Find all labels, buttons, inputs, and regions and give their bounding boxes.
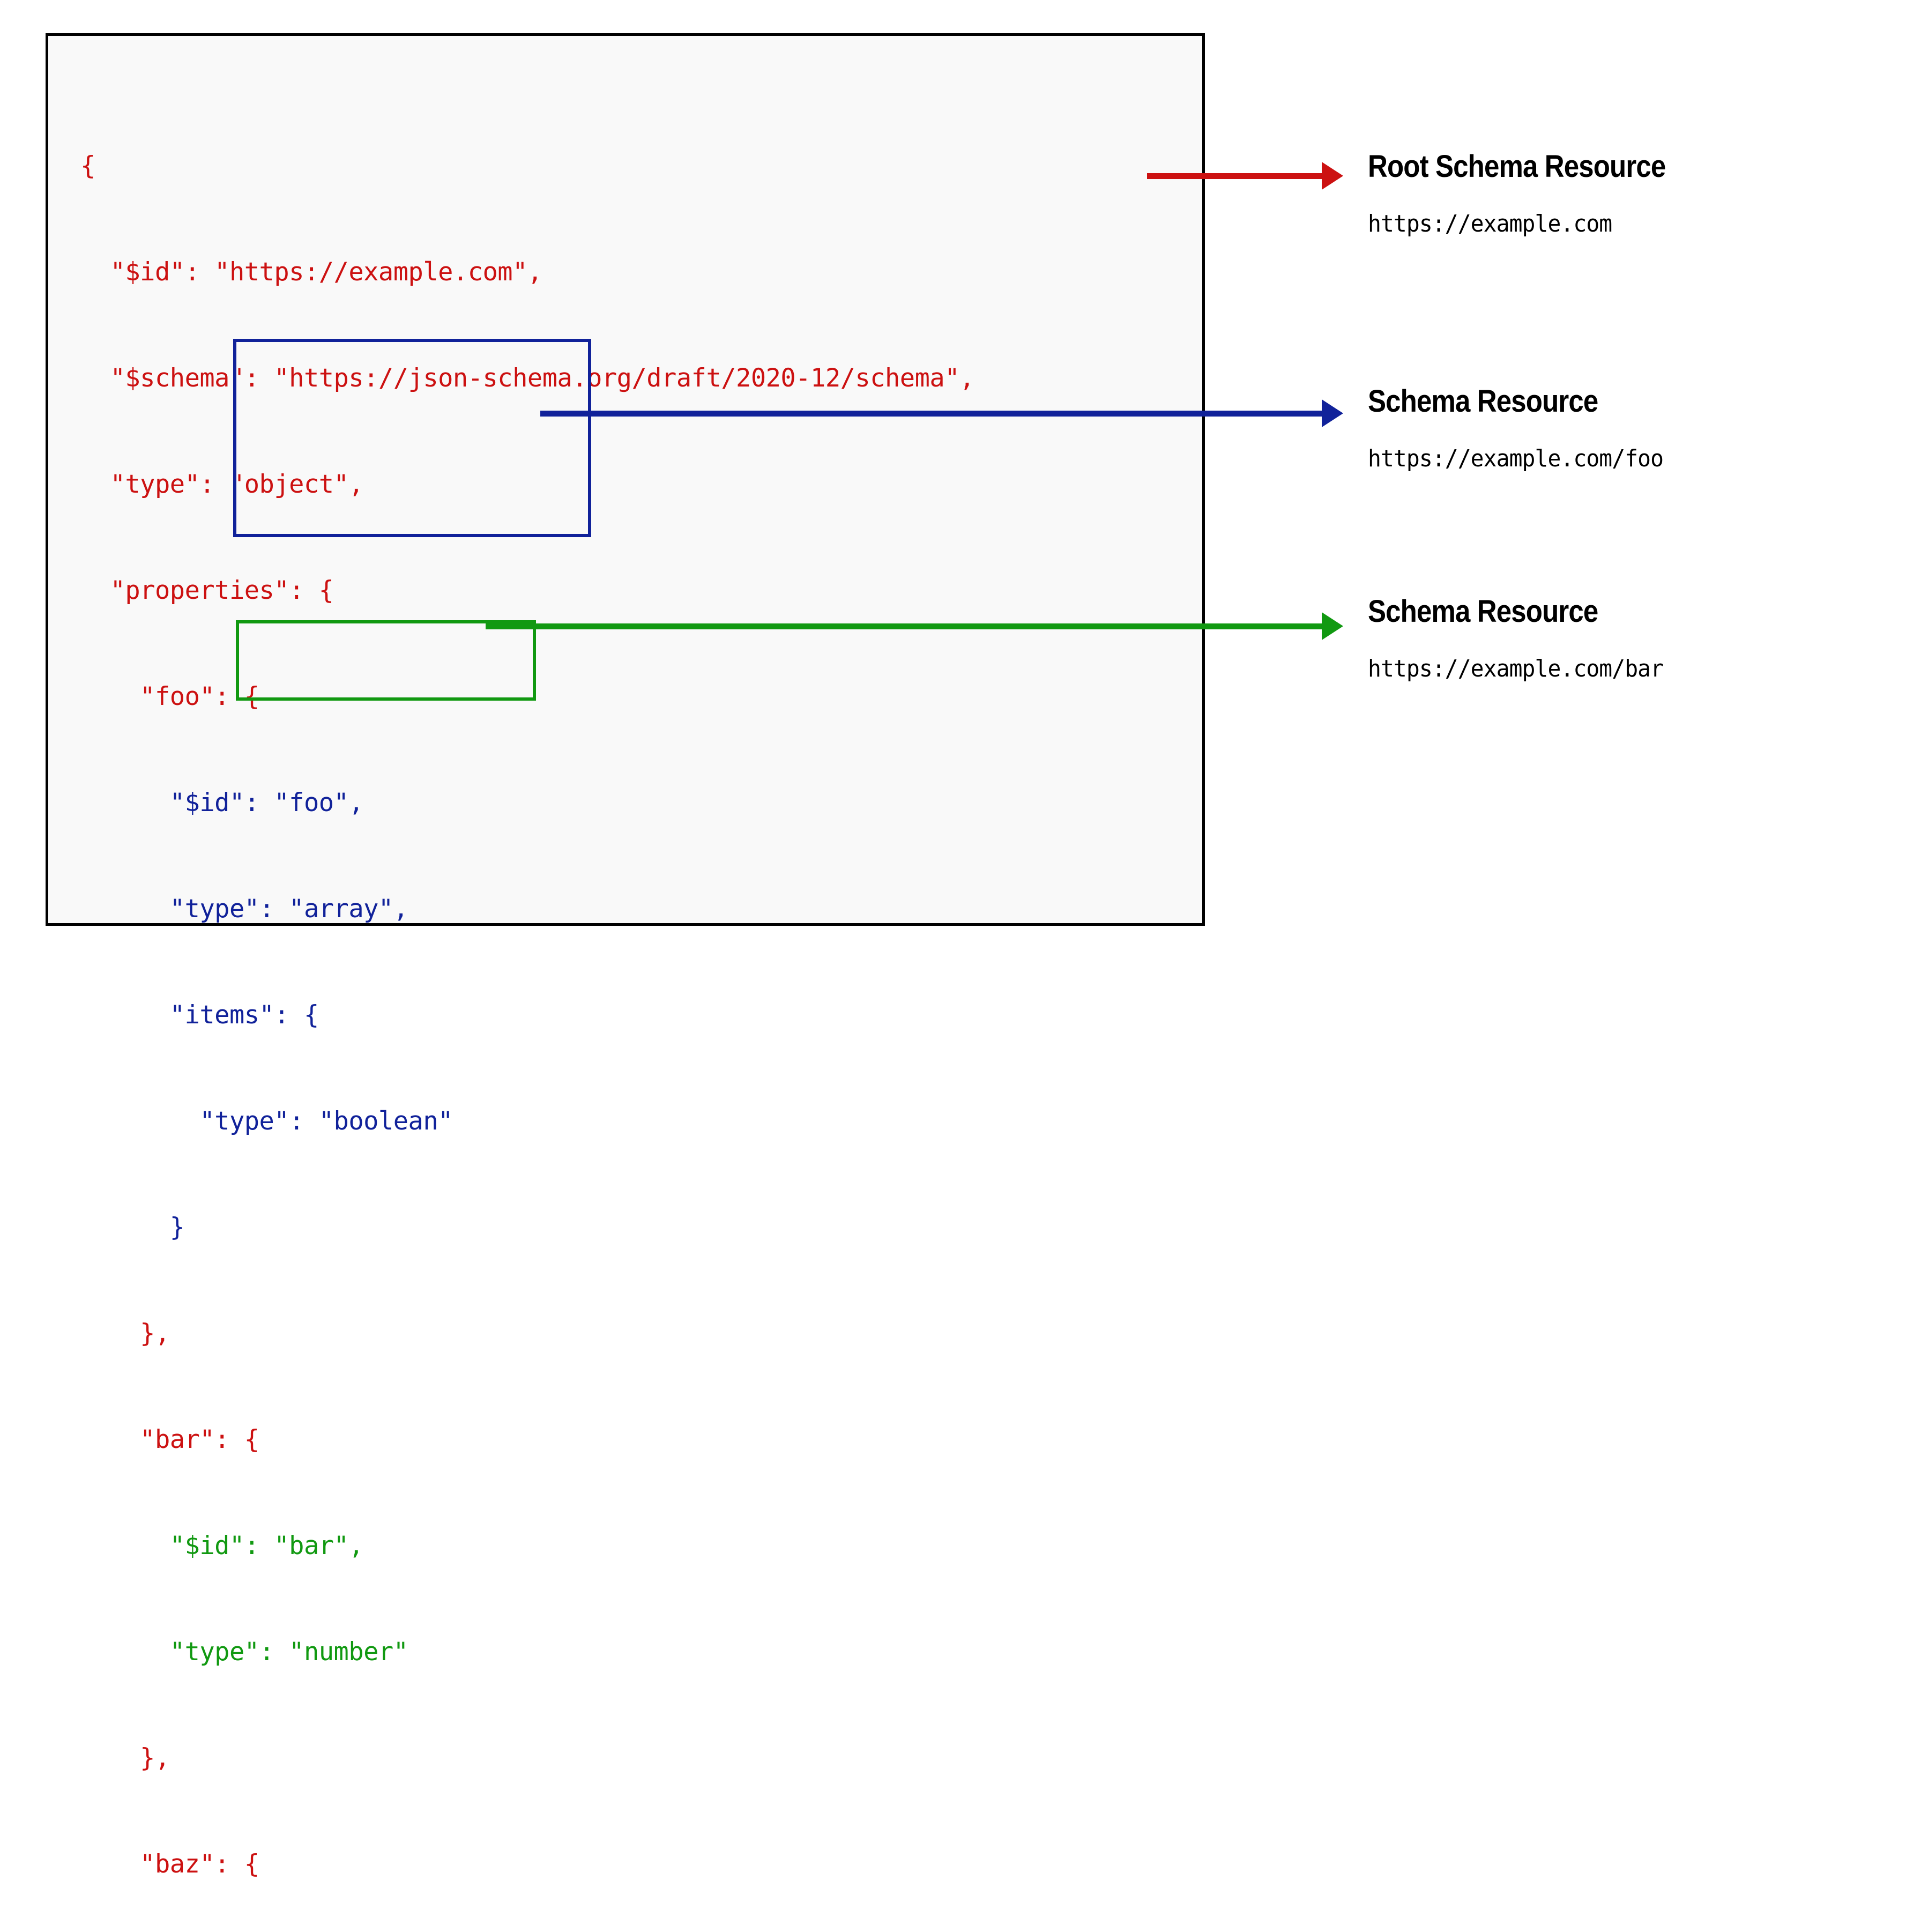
foo-schema-arrow-head (1322, 399, 1343, 427)
annotation-bar-schema: Schema Resource https://example.com/bar (1368, 594, 1682, 683)
annotation-title: Schema Resource (1368, 594, 1598, 629)
bar-schema-arrow-line (486, 623, 1324, 629)
code-panel: { "$id": "https://example.com", "$schema… (46, 33, 1205, 1879)
code-line: "bar": { (80, 1425, 259, 1454)
code-line: "type": "object", (80, 470, 364, 499)
annotation-url: https://example.com (1368, 210, 1612, 237)
foo-schema-arrow-line (540, 411, 1324, 417)
code-line: "$id": "foo", (80, 788, 364, 818)
annotation-title: Schema Resource (1368, 384, 1598, 419)
bar-subschema-highlight-box (236, 620, 536, 701)
code-line: "type": "boolean" (80, 1106, 453, 1136)
code-line: "$id": "https://example.com", (80, 257, 543, 287)
annotation-url: https://example.com/bar (1368, 655, 1664, 682)
annotation-root-schema: Root Schema Resource https://example.com (1368, 149, 1706, 238)
annotation-foo-schema: Schema Resource https://example.com/foo (1368, 384, 1682, 473)
root-schema-arrow-head (1322, 162, 1343, 190)
code-line: "type": "number" (80, 1637, 408, 1667)
code-line: "baz": { (80, 1849, 259, 1879)
code-line: }, (80, 1319, 170, 1348)
bar-schema-arrow-head (1322, 612, 1343, 640)
code-line: } (80, 1213, 185, 1242)
foo-subschema-highlight-box (233, 339, 591, 537)
code-line: "$id": "bar", (80, 1531, 364, 1561)
code-line: "items": { (80, 1000, 319, 1030)
annotation-title: Root Schema Resource (1368, 149, 1666, 184)
code-line: }, (80, 1743, 170, 1773)
code-line: "type": "array", (80, 894, 408, 924)
root-schema-arrow-line (1147, 173, 1324, 179)
annotation-url: https://example.com/foo (1368, 445, 1664, 472)
code-line: { (80, 151, 95, 181)
code-line: "foo": { (80, 682, 259, 711)
code-line: "properties": { (80, 576, 334, 605)
